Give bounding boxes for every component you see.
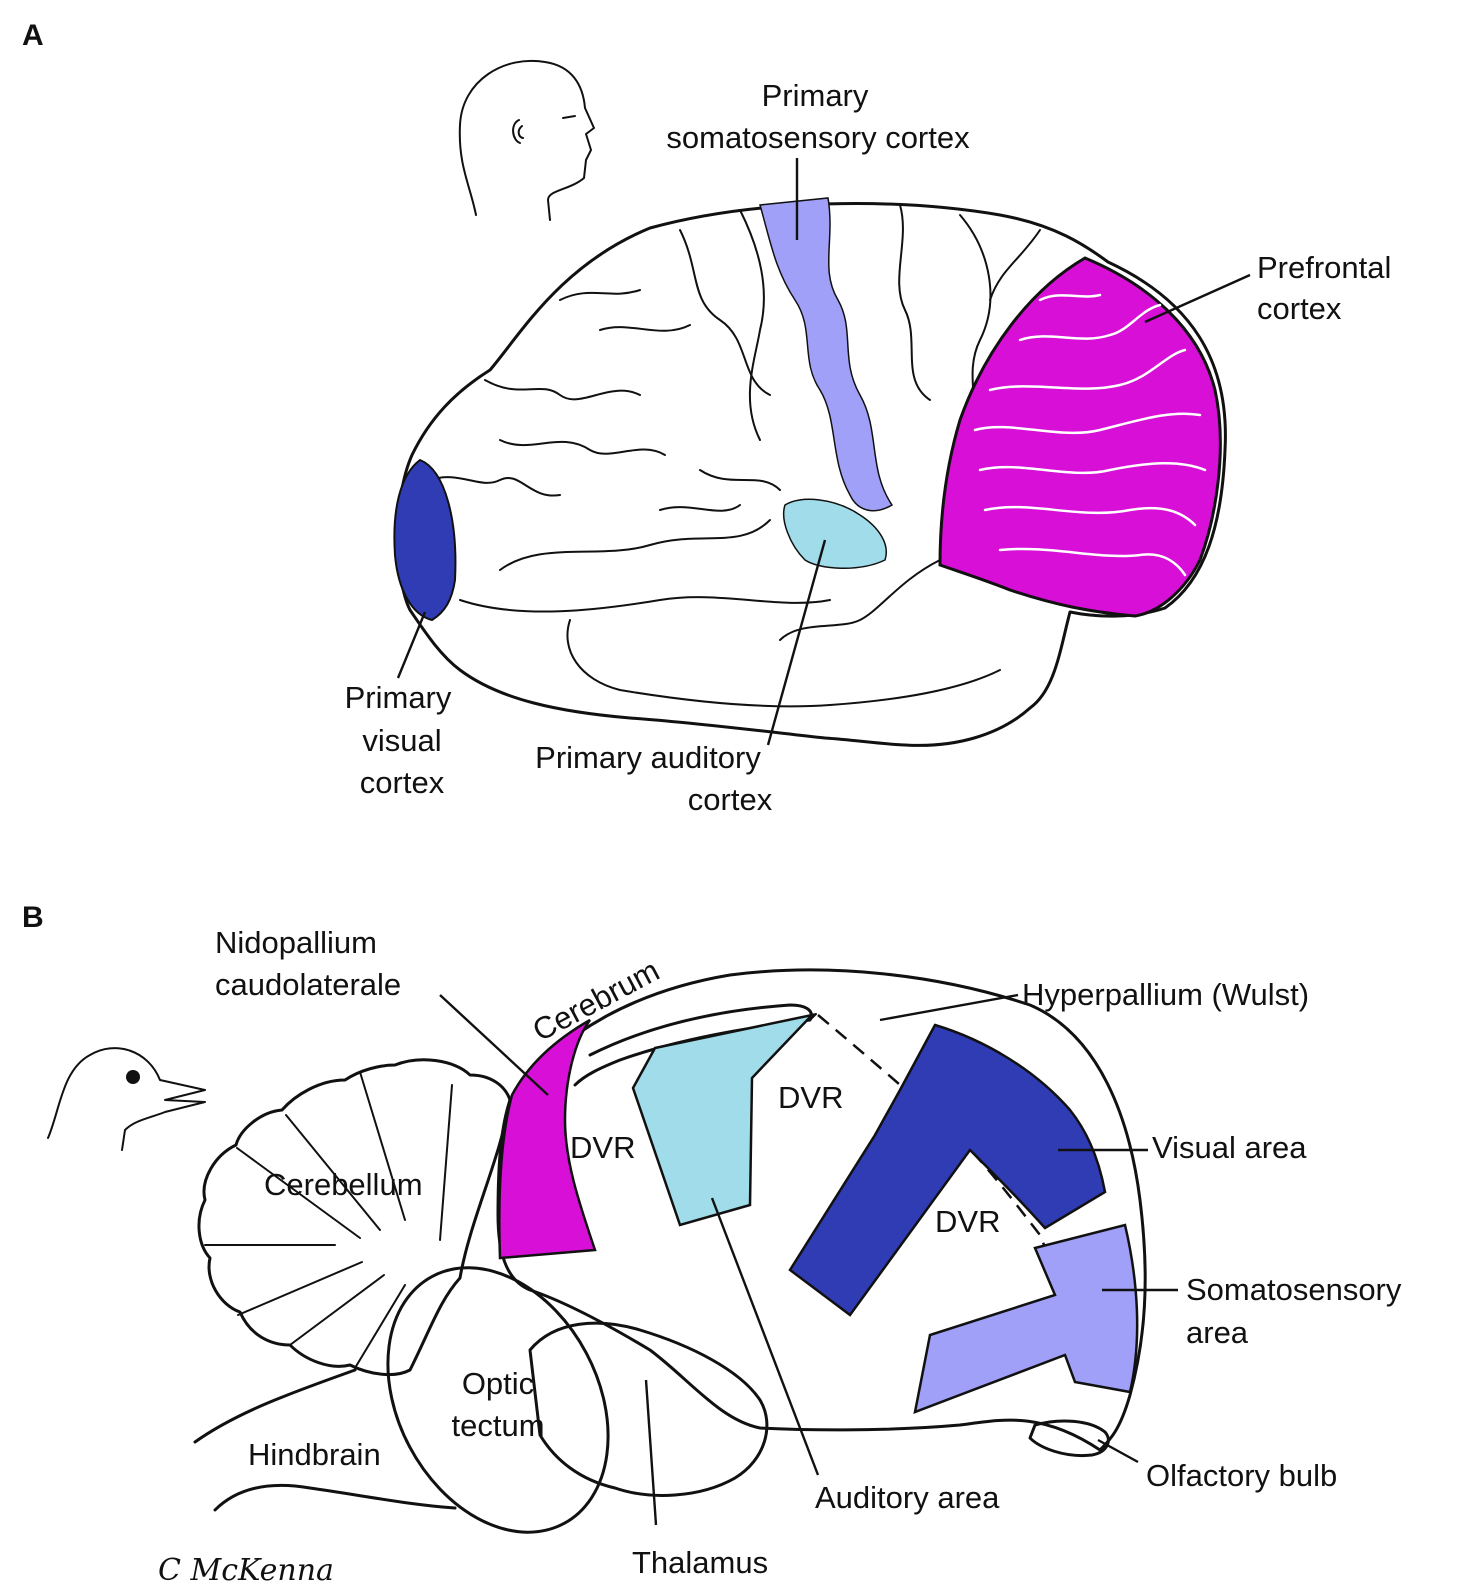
auditory-area-region: [631, 1012, 816, 1227]
prefrontal-leader: [1144, 273, 1251, 324]
cerebellum: [197, 1058, 512, 1376]
human-head-icon: [458, 59, 595, 221]
auditory-leader: [766, 539, 827, 746]
visual-label-line1: Primary: [345, 680, 452, 715]
visual-area-label: Visual area: [1152, 1130, 1307, 1165]
olfactory-bulb-label: Olfactory bulb: [1146, 1458, 1337, 1493]
panel-b-letter: B: [22, 901, 44, 934]
hyperpallium-label: Hyperpallium (Wulst): [1022, 977, 1309, 1012]
visual-label-line2: visual: [362, 723, 441, 758]
somatosensory-area-label-line2: area: [1186, 1315, 1249, 1350]
olfactory-bulb: [1028, 1419, 1110, 1458]
bird-head-icon: [47, 1047, 206, 1151]
hindbrain-upper-contour: [193, 1368, 357, 1444]
optic-tectum: [386, 1266, 610, 1534]
visual-leader: [396, 611, 427, 679]
visual-label-line3: cortex: [360, 765, 445, 800]
dvr-label-1: DVR: [778, 1080, 843, 1115]
prefrontal-label-line1: Prefrontal: [1257, 250, 1391, 285]
dvr-label-2: DVR: [570, 1130, 635, 1165]
optic-tectum-label-line2: tectum: [451, 1408, 544, 1443]
dashed-lamina: [817, 1014, 1077, 1381]
somatosensory-label-line2: somatosensory cortex: [666, 120, 970, 155]
auditory-area-leader: [710, 1197, 820, 1476]
auditory-area-label: Auditory area: [815, 1480, 1000, 1515]
bird-eye-icon: [126, 1070, 140, 1084]
prefrontal-gyri: [973, 293, 1207, 577]
thalamus: [528, 1321, 769, 1497]
hyperpallium-leader: [879, 993, 1019, 1022]
hindbrain-label: Hindbrain: [248, 1437, 381, 1472]
somatosensory-area-region: [913, 1223, 1139, 1414]
thalamus-label: Thalamus: [632, 1545, 768, 1580]
optic-tectum-label-line1: Optic: [462, 1366, 534, 1401]
nidopallium-label-line2: caudolaterale: [215, 967, 401, 1002]
cerebellum-label: Cerebellum: [264, 1167, 423, 1202]
auditory-label-line2: cortex: [688, 782, 773, 817]
dvr-label-3: DVR: [935, 1204, 1000, 1239]
olfactory-bulb-leader: [1097, 1438, 1139, 1464]
prefrontal-cortex-region: [938, 256, 1222, 618]
nidopallium-leader: [439, 994, 549, 1096]
visual-area-region: [788, 1023, 1107, 1317]
human-brain: [393, 197, 1227, 747]
primary-auditory-cortex-region: [783, 498, 887, 569]
somatosensory-label-line1: Primary: [762, 78, 869, 113]
somatosensory-area-label-line1: Somatosensory: [1186, 1272, 1402, 1307]
bird-cerebrum: [496, 968, 1147, 1452]
prefrontal-label-line2: cortex: [1257, 291, 1342, 326]
artist-signature: C McKenna: [158, 1553, 334, 1587]
thalamus-leader: [644, 1379, 658, 1526]
brainstem-lower-contour: [213, 1483, 457, 1512]
auditory-label-line1: Primary auditory: [535, 740, 761, 775]
panel-a-letter: A: [22, 19, 44, 52]
nidopallium-label-line1: Nidopallium: [215, 925, 377, 960]
primary-visual-cortex-region: [393, 458, 457, 622]
primary-somatosensory-cortex-region: [759, 197, 894, 512]
